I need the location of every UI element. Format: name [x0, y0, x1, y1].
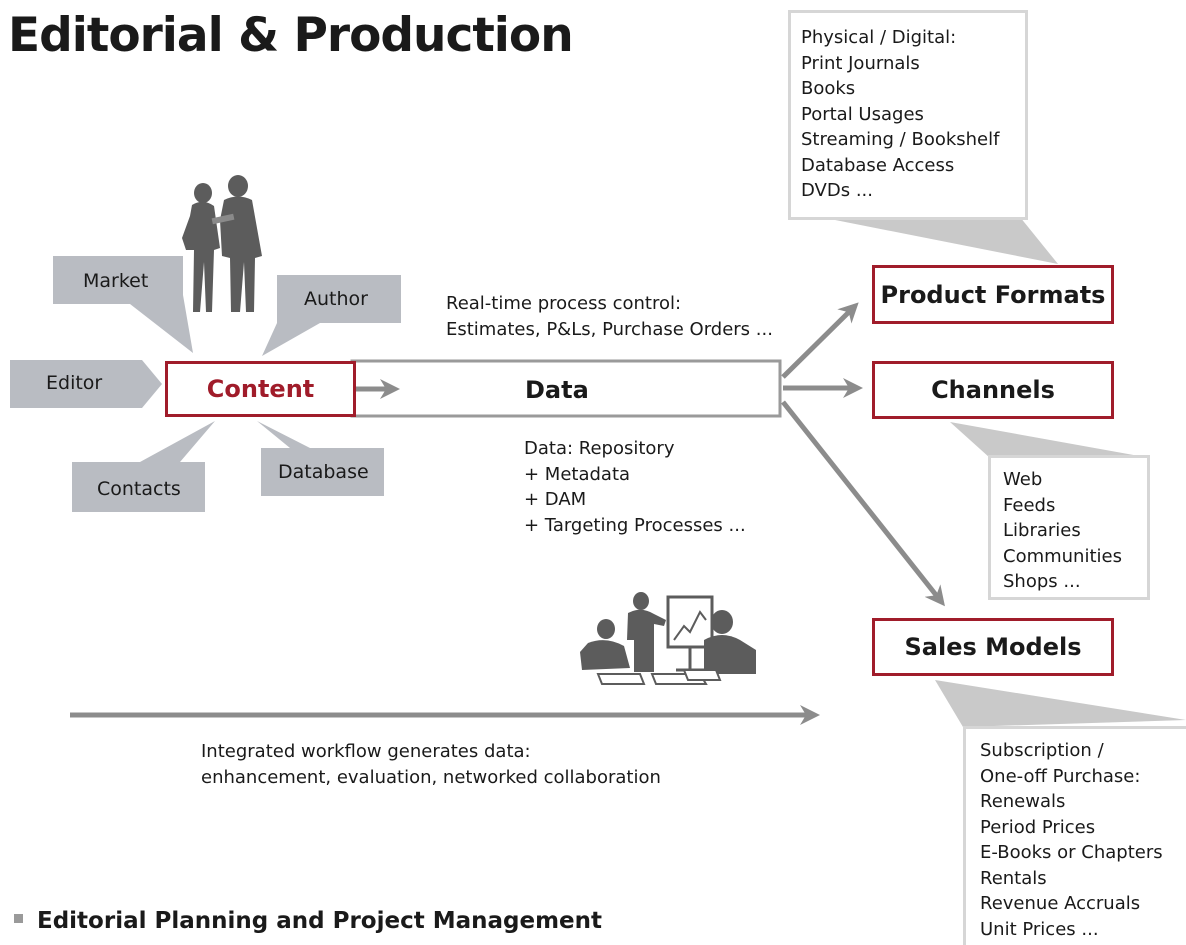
channels-tail [950, 422, 1150, 458]
list-item: Web [1003, 469, 1043, 490]
channels-box: Channels [872, 361, 1114, 419]
list-item: One-off Purchase: [980, 765, 1141, 787]
sales-models-box: Sales Models [872, 618, 1114, 676]
data-to-product-formats-arrow [781, 302, 859, 379]
author-callout [262, 275, 401, 356]
sales-models-tail [935, 680, 1186, 727]
list-item: Streaming / Bookshelf [801, 129, 1000, 150]
market-callout [53, 256, 193, 353]
product-formats-tail [820, 217, 1058, 264]
process-control-line: Real-time process control: [446, 293, 682, 314]
content-box-label: Content [206, 375, 315, 403]
list-item: E-Books or Chapters [980, 842, 1163, 863]
workflow-note-line: enhancement, evaluation, networked colla… [201, 766, 661, 788]
list-item: Unit Prices ... [980, 918, 1099, 940]
process-control-line: Estimates, P&Ls, Purchase Orders ... [446, 318, 773, 340]
sales-models-label: Sales Models [904, 633, 1082, 661]
list-item: Period Prices [980, 816, 1096, 838]
data-notes: Data: Repository + Metadata + DAM + Targ… [524, 436, 746, 538]
list-item: Subscription / [980, 740, 1104, 761]
process-control-note: Real-time process control: Estimates, P&… [446, 291, 773, 342]
author-label: Author [304, 288, 368, 310]
channels-list: Web Feeds Libraries Communities Shops ..… [988, 455, 1150, 600]
list-item: Communities [1003, 545, 1122, 567]
data-box-label: Data [525, 376, 589, 404]
list-item: Portal Usages [801, 103, 924, 125]
contacts-callout [72, 421, 215, 512]
product-formats-label: Product Formats [880, 280, 1106, 309]
footer-label: Editorial Planning and Project Managemen… [37, 908, 603, 934]
list-item: DVDs ... [801, 180, 873, 201]
data-to-sales-models-arrow [781, 400, 945, 607]
list-item: Feeds [1003, 494, 1056, 516]
data-note-line: + Metadata [524, 463, 631, 485]
data-note-line: + DAM [524, 489, 587, 510]
meeting-presentation-icon [580, 592, 756, 685]
list-item: Rentals [980, 867, 1047, 889]
footer-heading: Editorial Planning and Project Managemen… [14, 908, 602, 934]
list-item: Renewals [980, 791, 1066, 812]
channels-label: Channels [931, 376, 1055, 404]
database-callout [257, 421, 384, 496]
people-silhouette-icon [182, 175, 262, 312]
workflow-notes: Integrated workflow generates data: enha… [201, 739, 661, 790]
sales-models-list: Subscription / One-off Purchase: Renewal… [963, 726, 1186, 945]
contacts-label: Contacts [97, 478, 181, 500]
list-item: Print Journals [801, 52, 920, 74]
product-formats-list: Physical / Digital: Print Journals Books… [788, 10, 1028, 220]
market-label: Market [83, 270, 149, 292]
list-item: Database Access [801, 154, 955, 176]
workflow-note-line: Integrated workflow generates data: [201, 741, 531, 762]
product-formats-box: Product Formats [872, 265, 1114, 324]
list-item: Revenue Accruals [980, 893, 1141, 914]
list-item: Books [801, 78, 856, 99]
list-item: Physical / Digital: [801, 27, 957, 48]
list-item: Shops ... [1003, 571, 1081, 592]
database-label: Database [278, 461, 369, 483]
page-title: Editorial & Production [8, 8, 574, 63]
editor-callout [10, 360, 162, 408]
data-note-line: + Targeting Processes ... [524, 514, 746, 536]
editor-label: Editor [46, 372, 103, 394]
list-item: Libraries [1003, 520, 1081, 541]
bullet-icon [14, 914, 23, 923]
content-box: Content [165, 361, 356, 417]
data-note-line: Data: Repository [524, 438, 675, 459]
